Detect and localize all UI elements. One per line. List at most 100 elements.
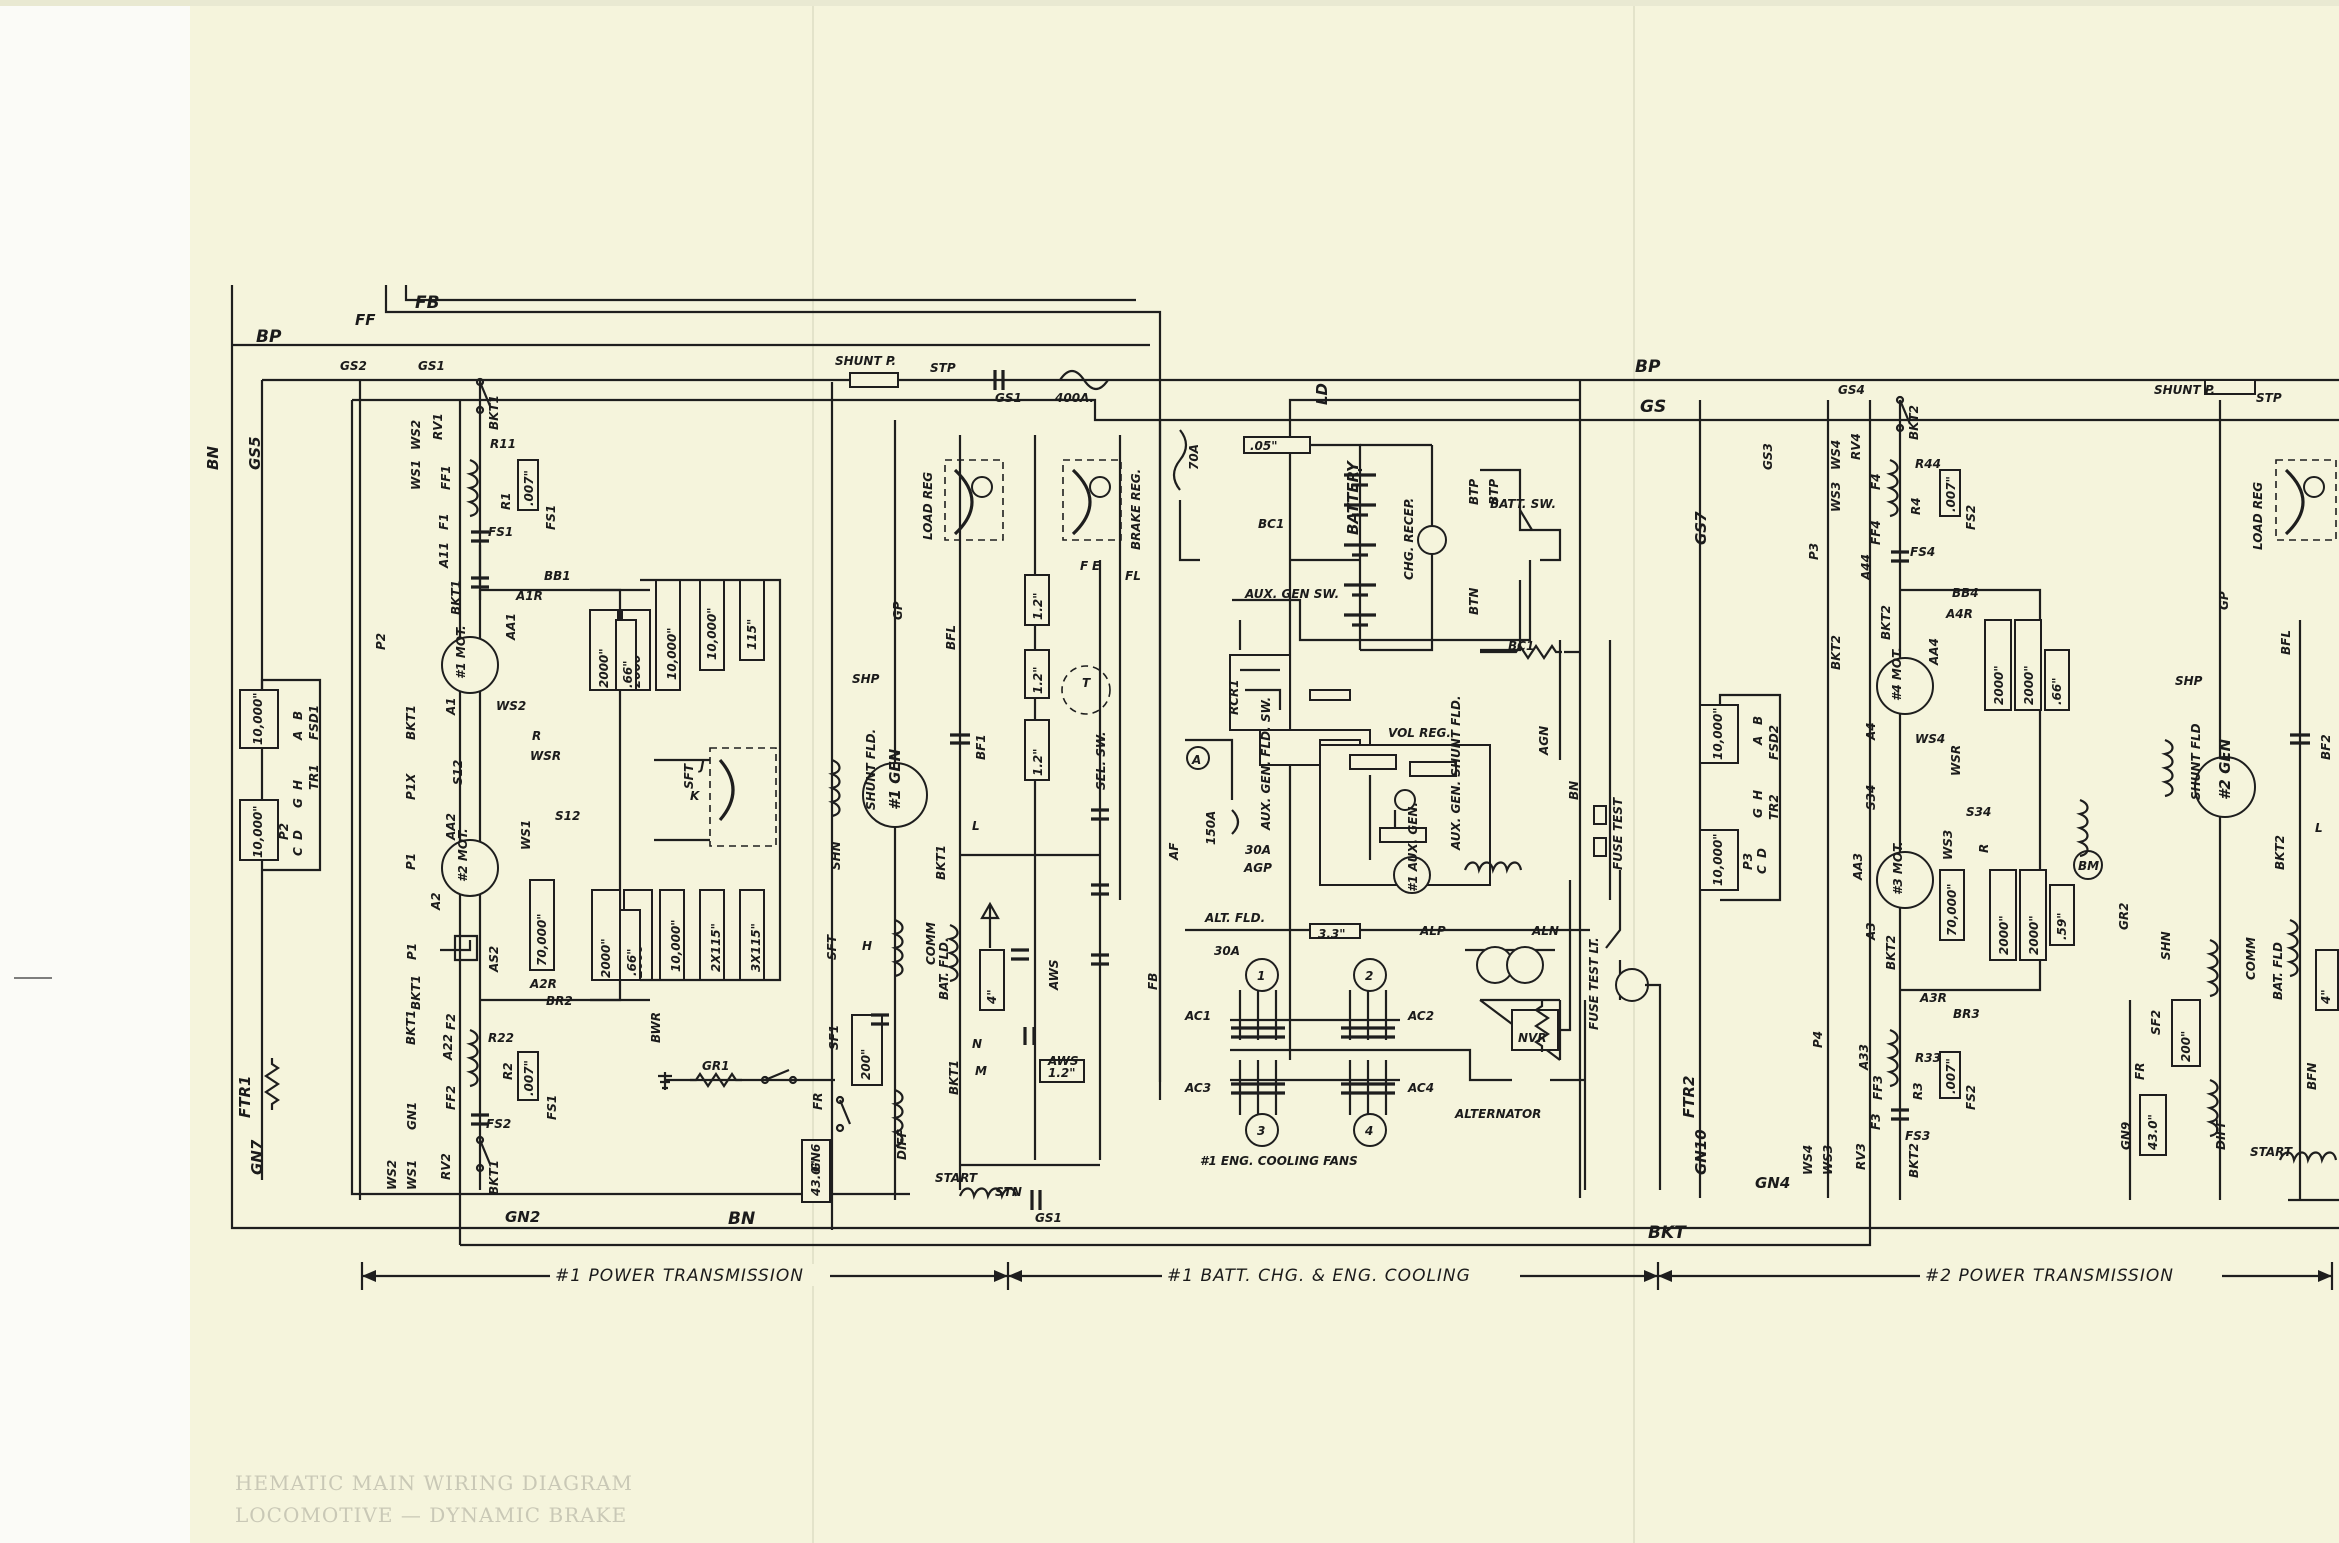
motor-1-label: #1 MOT. — [454, 625, 468, 679]
label-a-u2: A — [1751, 736, 1765, 746]
label-stp-u2: STP — [2256, 391, 2282, 405]
res-4: 4" — [985, 989, 999, 1005]
label-alp: ALP — [1419, 924, 1446, 938]
res-43-u2: 43.0" — [2146, 1114, 2160, 1151]
label-aa1: AA1 — [504, 613, 518, 641]
label-sf1: SF1 — [827, 1025, 841, 1050]
label-fs2: FS2 — [1964, 505, 1978, 530]
bus-label-ftr2: FTR2 — [1680, 1076, 1698, 1118]
label-ac1: AC1 — [1184, 1009, 1211, 1023]
label-gn1: GN1 — [405, 1102, 419, 1130]
label-br3: BR3 — [1953, 1007, 1980, 1021]
label-bkt2-d: BKT2 — [1884, 935, 1898, 970]
bus-label-bkt-bottom: BKT — [1648, 1223, 1687, 1243]
section-dimensions: #1 POWER TRANSMISSION #1 BATT. CHG. & EN… — [360, 1262, 2334, 1290]
label-a44: A44 — [1859, 554, 1873, 581]
bus-label-bn-bottom: BN — [728, 1209, 755, 1229]
generator-2-label: #2 GEN — [2216, 738, 2234, 800]
label-p2b: P2 — [277, 823, 291, 840]
label-l: L — [972, 819, 980, 833]
label-bkt2: BKT2 — [1907, 405, 1921, 440]
bus-label-gs5: GS5 — [246, 436, 264, 470]
label-aws-2: AWS — [1047, 1054, 1079, 1068]
res-2x115: 2X115" — [709, 923, 723, 972]
label-bwr: BWR — [649, 1012, 663, 1043]
label-r-u2: R — [1977, 844, 1991, 853]
label-gn6: GN6 — [809, 1144, 823, 1172]
motor-3-label: #3 MOT. — [1891, 841, 1905, 895]
label-btn: BTN — [1467, 588, 1481, 615]
label-bfl: BFL — [944, 625, 958, 650]
res-10000-a: 10,000" — [251, 692, 265, 745]
label-p4: P4 — [1811, 1031, 1825, 1048]
res-1.2-c: 1.2" — [1031, 748, 1045, 776]
label-load-reg: LOAD REG — [921, 472, 935, 540]
label-gn9: GN9 — [2119, 1122, 2133, 1150]
motor-2-label: #2 MOT. — [456, 828, 470, 882]
faint-title-line-2: LOCOMOTIVE — DYNAMIC BRAKE — [235, 1503, 627, 1527]
label-fuse-30-b: 30A — [1214, 944, 1240, 958]
res-10000-b-u2: 10,000" — [1711, 833, 1725, 886]
label-n: N — [972, 1037, 982, 1051]
label-batt-sw: BATT. SW. — [1490, 497, 1556, 511]
bus-label-gn10: GN10 — [1692, 1129, 1710, 1175]
label-s34: S34 — [1864, 785, 1878, 810]
res-66-u2: .66" — [2050, 677, 2064, 705]
label-load-reg-u2: LOAD REG — [2251, 482, 2265, 550]
label-fuse-400: 400A. — [1054, 391, 1094, 405]
label-sf2: SF2 — [2149, 1010, 2163, 1035]
label-rv2: RV2 — [439, 1153, 453, 1180]
res-115-a: 115" — [745, 619, 759, 650]
bus-label-fb: FB — [415, 293, 440, 313]
label-p1: P1 — [404, 853, 418, 870]
label-ws3-b: WS3 — [1941, 830, 1955, 860]
label-shunt-fld: SHUNT FLD. — [864, 729, 878, 810]
label-fuse-test-lt: FUSE TEST LT. — [1587, 937, 1601, 1030]
label-fsd2: FSD2 — [1767, 725, 1781, 760]
label-fs2: FS2 — [486, 1117, 511, 1131]
label-shunt-p-u2: SHUNT P. — [2154, 383, 2215, 397]
generator-1-label: #1 GEN — [886, 748, 904, 810]
label-aws: AWS — [1047, 959, 1061, 991]
label-aux-gen-sw: AUX. GEN SW. — [1244, 587, 1339, 601]
label-start-u2: START — [2250, 1145, 2293, 1159]
bus-lines — [230, 285, 2339, 1247]
label-alternator: ALTERNATOR — [1454, 1107, 1541, 1121]
label-r4-val: .007" — [1944, 476, 1958, 512]
bus-label-bn-left: BN — [204, 446, 222, 470]
label-ws3-c: WS3 — [1821, 1145, 1835, 1175]
label-a33: A33 — [1857, 1044, 1871, 1071]
label-shp-u2: SHP — [2175, 674, 2203, 688]
label-gr1: GR1 — [702, 1059, 729, 1073]
res-1.2-d: 1.2" — [1048, 1066, 1076, 1080]
res-2000-c: 2000" — [599, 938, 613, 978]
label-shn: SHN — [829, 841, 843, 870]
label-gr2: GR2 — [2117, 903, 2131, 930]
label-brake-reg: BRAKE REG. — [1129, 469, 1143, 550]
faint-title-line-1: HEMATIC MAIN WIRING DIAGRAM — [235, 1471, 633, 1495]
label-a1r: A1R — [515, 589, 543, 603]
unit1-power-transmission: #1 MOT. #2 MOT. 2000" 2000" 2000" 2000" … — [239, 368, 1122, 1230]
label-nvr: NVR — [1518, 1031, 1547, 1045]
label-fsd1: FSD1 — [307, 705, 321, 740]
label-btp: BTP — [1467, 479, 1481, 505]
bus-label-gn2: GN2 — [505, 1208, 540, 1226]
label-r1: R1 — [499, 492, 513, 510]
label-d-u2: D — [1755, 848, 1769, 858]
bus-label-ld: LD — [1313, 383, 1331, 405]
label-ff2: FF2 — [444, 1085, 458, 1110]
label-a: A — [291, 731, 305, 741]
label-m: M — [975, 1064, 987, 1078]
label-fan-2: 2 — [1365, 969, 1373, 983]
battery-section-labels: 70A BC1 BATTERY CHG. RECEP. BTP BTP BATT… — [1167, 444, 1625, 1168]
label-aa2: AA2 — [444, 813, 458, 841]
label-fs1b: FS1 — [544, 505, 558, 530]
label-fb: FB — [1146, 973, 1160, 990]
label-sft: SFT — [682, 763, 696, 789]
label-wsr-u2: WSR — [1949, 745, 1963, 776]
bus-label-bp: BP — [256, 327, 282, 347]
label-fuse-150: 150A — [1204, 811, 1218, 845]
label-aux-gen-fld-sw: AUX. GEN. FLD. SW. — [1259, 697, 1273, 831]
label-bf2: BF2 — [2319, 734, 2333, 760]
res-66-a: .66" — [621, 660, 635, 688]
